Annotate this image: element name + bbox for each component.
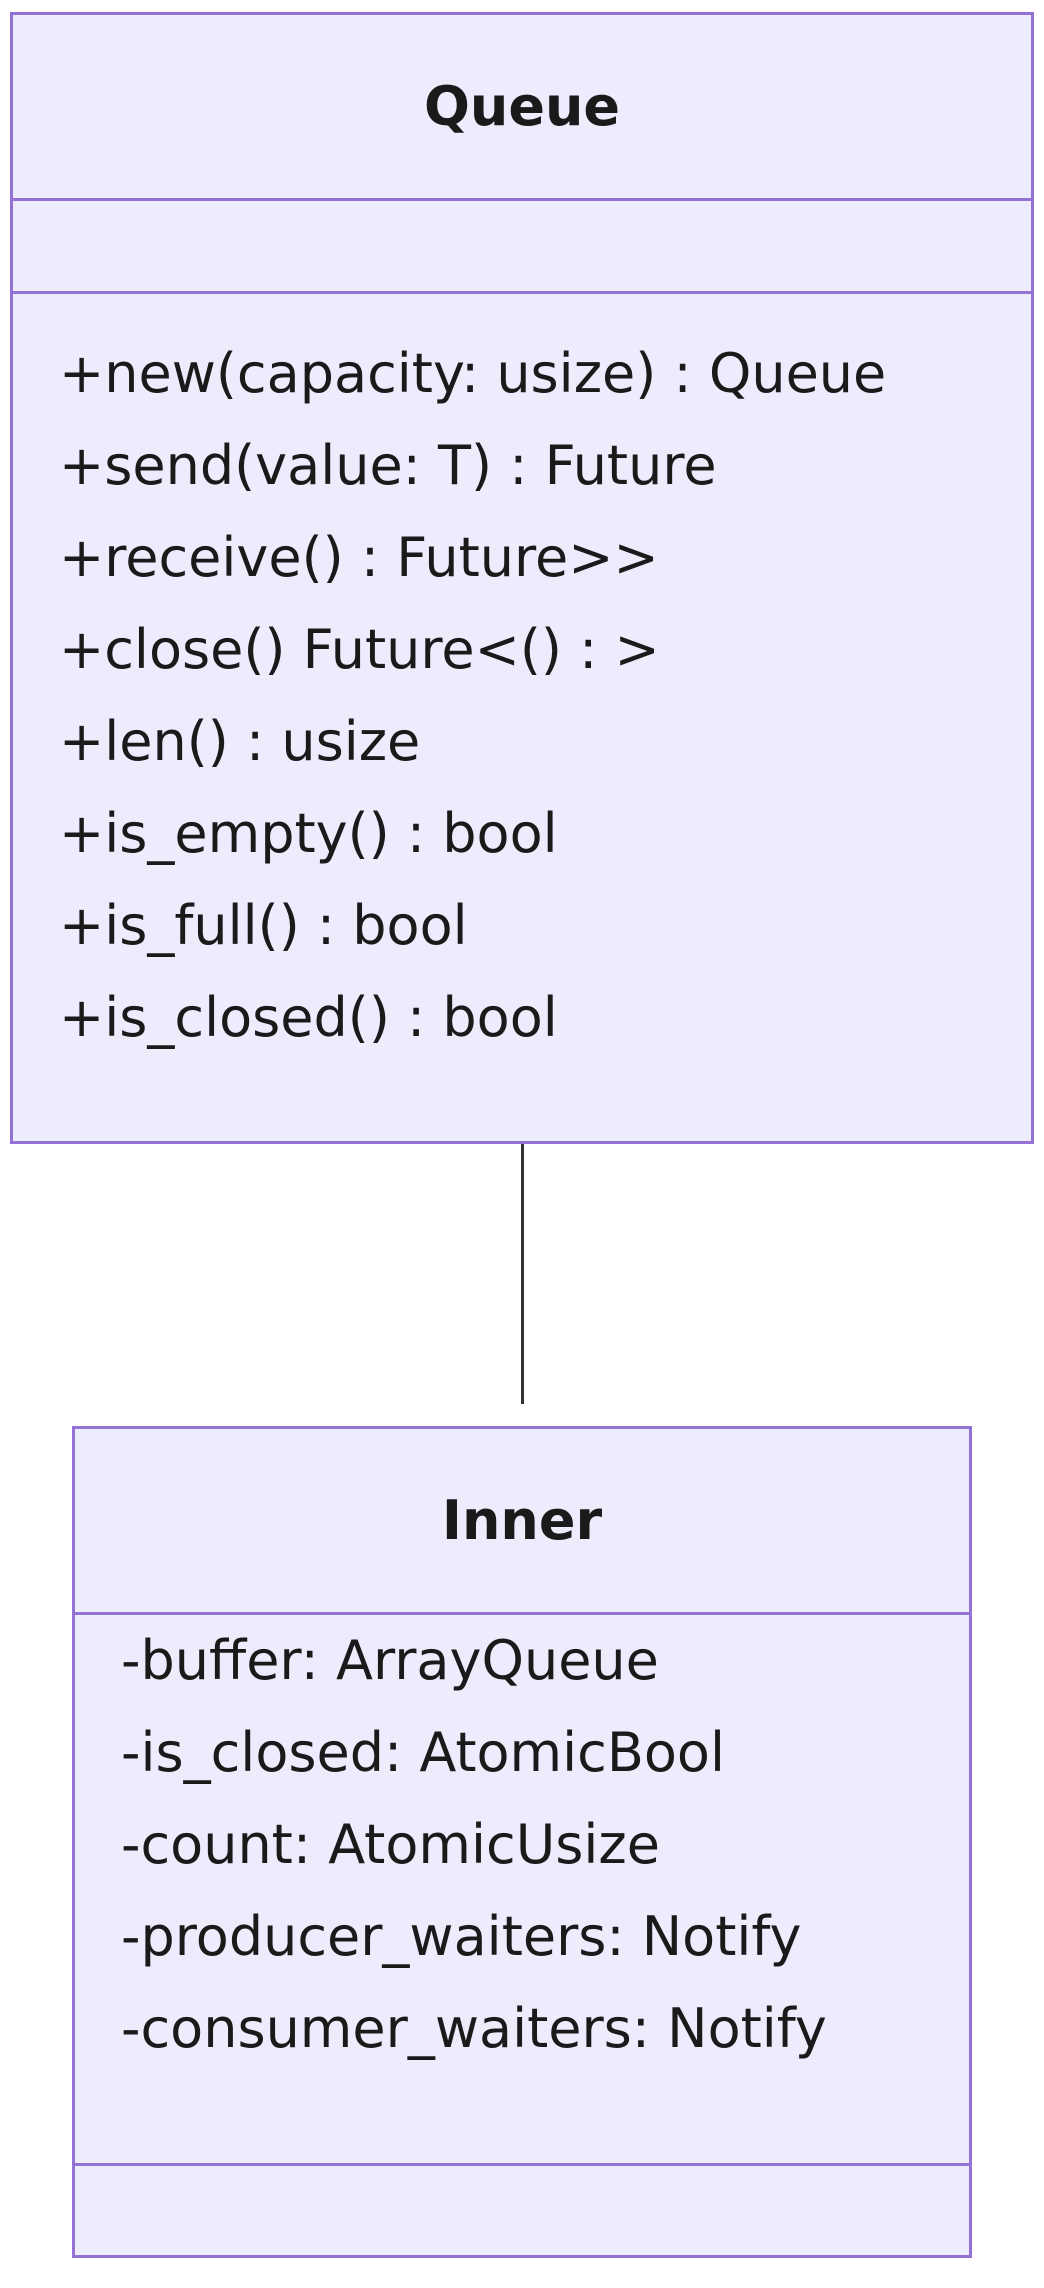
class-inner-name: Inner — [441, 1489, 603, 1552]
method-is-empty: +is_empty() : bool — [59, 802, 558, 865]
class-queue-attributes — [13, 201, 1031, 294]
method-new: +new(capacity: usize) : Queue — [59, 342, 887, 405]
class-inner-header: Inner — [75, 1429, 969, 1615]
class-inner-methods — [75, 2166, 969, 2255]
attribute-is-closed: -is_closed: AtomicBool — [121, 1721, 725, 1784]
class-queue-methods: +new(capacity: usize) : Queue +send(valu… — [13, 294, 1031, 1141]
class-queue: Queue +new(capacity: usize) : Queue +sen… — [10, 12, 1034, 1144]
attribute-consumer-waiters: -consumer_waiters: Notify — [121, 1997, 827, 2060]
class-queue-header: Queue — [13, 15, 1031, 201]
method-send: +send(value: T) : Future — [59, 434, 717, 497]
method-len: +len() : usize — [59, 710, 421, 773]
class-inner-attributes: -buffer: ArrayQueue -is_closed: AtomicBo… — [75, 1615, 969, 2166]
method-is-closed: +is_closed() : bool — [59, 986, 558, 1049]
class-inner: Inner -buffer: ArrayQueue -is_closed: At… — [72, 1426, 972, 2258]
method-close: +close() Future<() : > — [59, 618, 660, 681]
attribute-buffer: -buffer: ArrayQueue — [121, 1629, 659, 1692]
attribute-count: -count: AtomicUsize — [121, 1813, 660, 1876]
class-queue-name: Queue — [423, 75, 621, 138]
method-is-full: +is_full() : bool — [59, 894, 468, 957]
method-receive: +receive() : Future>> — [59, 526, 659, 589]
association-line — [521, 1144, 524, 1404]
attribute-producer-waiters: -producer_waiters: Notify — [121, 1905, 802, 1968]
